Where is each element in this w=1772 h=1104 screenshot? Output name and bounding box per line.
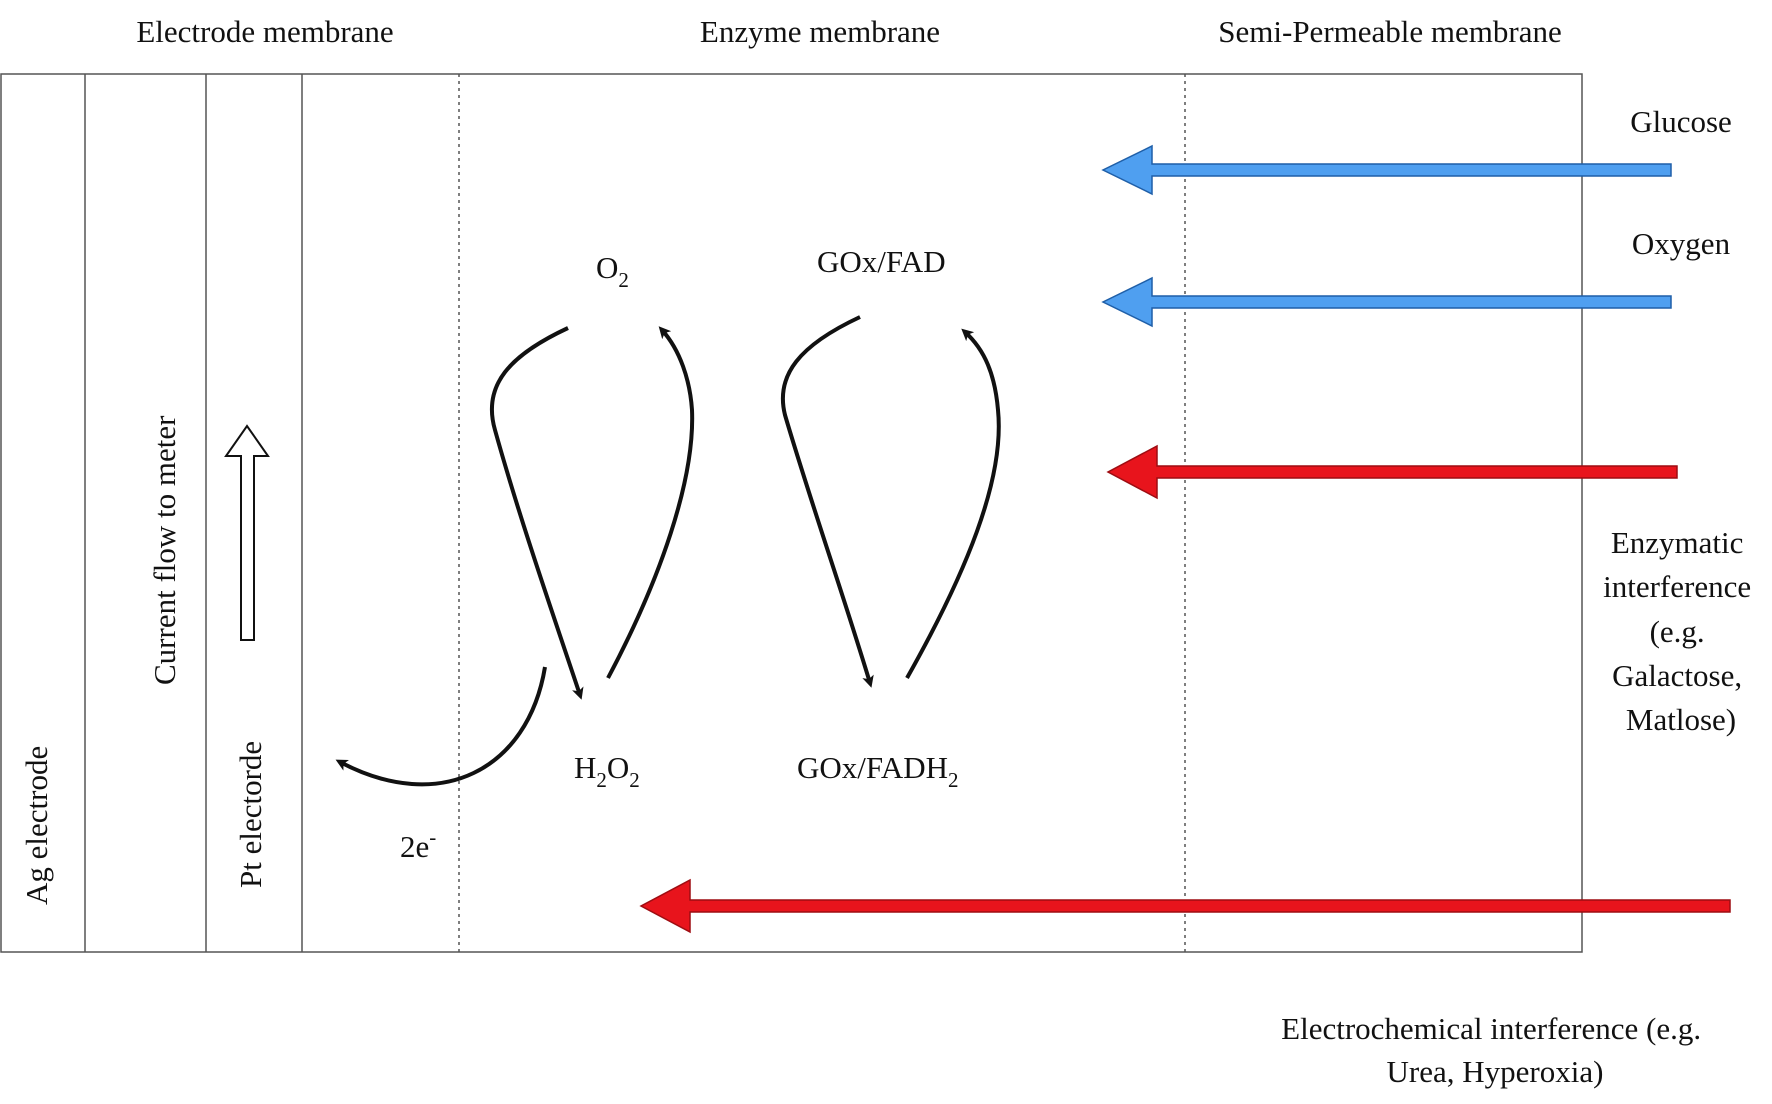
ag-electrode-label: Ag electrode bbox=[19, 746, 54, 905]
gox-fadh2-label: GOx/FADH2 bbox=[797, 750, 959, 792]
h2o2-to-o2-arrow bbox=[606, 326, 695, 679]
header-enzyme-membrane: Enzyme membrane bbox=[700, 14, 940, 49]
glucose-arrow bbox=[1101, 144, 1672, 196]
h2o2-label: H2O2 bbox=[574, 750, 640, 792]
o2-label: O2 bbox=[596, 250, 629, 292]
glucose-label: Glucose bbox=[1630, 104, 1732, 139]
oxygen-arrow bbox=[1101, 276, 1672, 328]
goxfad-to-goxfadh2-arrow bbox=[780, 315, 874, 688]
oxygen-label: Oxygen bbox=[1632, 226, 1731, 261]
goxfadh2-to-goxfad-arrow bbox=[905, 328, 1001, 679]
o2-to-h2o2-arrow bbox=[489, 326, 584, 700]
pt-electrode-label: Pt electorde bbox=[233, 741, 268, 888]
current-flow-arrow bbox=[224, 424, 270, 641]
electrons-label: 2e- bbox=[400, 825, 436, 864]
electrochemical-interference-arrow bbox=[639, 878, 1731, 934]
header-electrode-membrane: Electrode membrane bbox=[136, 14, 393, 49]
enzymatic-interference-label: Enzymatic interference (e.g. Galactose, … bbox=[1603, 525, 1759, 737]
sensor-frame bbox=[0, 73, 1583, 953]
enzymatic-interference-arrow bbox=[1106, 444, 1678, 500]
current-flow-label: Current flow to meter bbox=[147, 415, 182, 685]
header-semi-permeable-membrane: Semi-Permeable membrane bbox=[1218, 14, 1561, 49]
gox-fad-label: GOx/FAD bbox=[817, 244, 946, 279]
electrochemical-interference-label: Electrochemical interference (e.g. Urea,… bbox=[1281, 1011, 1709, 1089]
electron-transfer-arrow bbox=[335, 666, 547, 787]
